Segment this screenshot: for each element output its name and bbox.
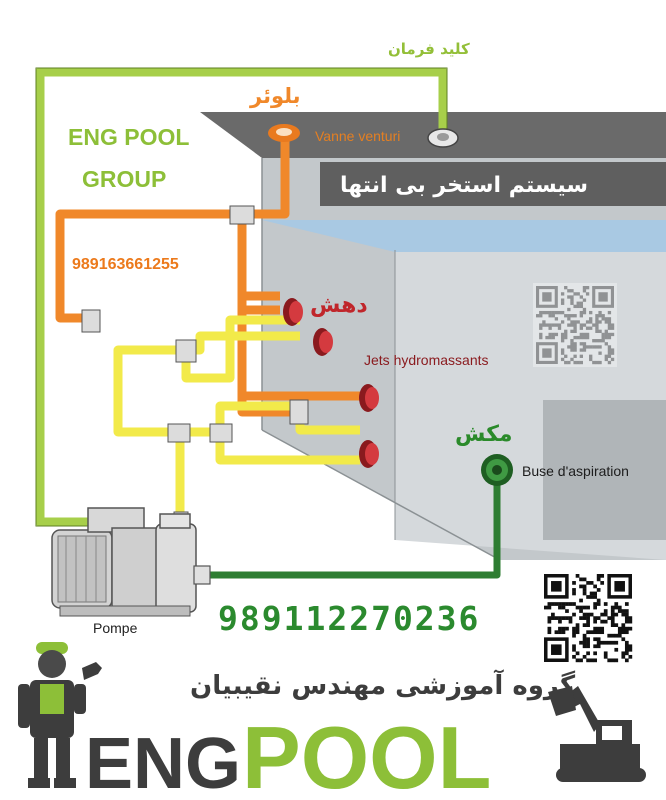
blower-lines <box>55 140 360 417</box>
suction-line <box>205 478 501 579</box>
logo-eng-text: ENG <box>85 724 241 800</box>
suction-label: مکش <box>455 422 513 447</box>
phone-number-1: 989163661255 <box>72 256 179 273</box>
pump-label: Pompe <box>93 620 138 636</box>
qr-code-bottom <box>541 571 635 665</box>
blower-label: بلوئر <box>250 84 301 108</box>
jets-label: Jets hydromassants <box>364 352 489 368</box>
jet-nozzle-icon <box>283 298 303 326</box>
system-title: سیستم استخر بی انتها <box>340 173 588 198</box>
vanne-venturi-label: Vanne venturi <box>315 128 401 144</box>
pool-step <box>543 400 666 540</box>
brand-name-line-2: GROUP <box>82 166 167 192</box>
brand-name-line-1: ENG POOL <box>68 124 190 150</box>
water-surface <box>262 220 666 252</box>
outlet-label: دهش <box>310 293 368 318</box>
control-line <box>35 67 448 527</box>
group-name: گروه آموزشی مهندس نقیبیان <box>190 671 576 701</box>
jet-nozzles <box>283 298 379 468</box>
venturi-valve-icon <box>268 124 300 142</box>
pump-icon <box>51 507 211 617</box>
control-key-icon <box>427 128 459 148</box>
suction-nozzle-label: Buse d'aspiration <box>522 463 629 479</box>
title-banner <box>320 162 666 206</box>
jet-nozzle-icon <box>359 384 379 412</box>
phone-number-2: 989112270236 <box>218 599 481 638</box>
jet-nozzle-icon <box>313 328 333 356</box>
worker-mascot-icon <box>18 642 102 788</box>
control-key-label: کلید فرمان <box>388 40 470 58</box>
suction-nozzle-icon <box>481 454 513 486</box>
qr-code-top <box>533 283 617 367</box>
excavator-icon <box>548 686 646 782</box>
jet-nozzle-icon <box>359 440 379 468</box>
engpool-logo: ENG POOL <box>18 642 646 800</box>
logo-pool-text: POOL <box>242 708 491 800</box>
